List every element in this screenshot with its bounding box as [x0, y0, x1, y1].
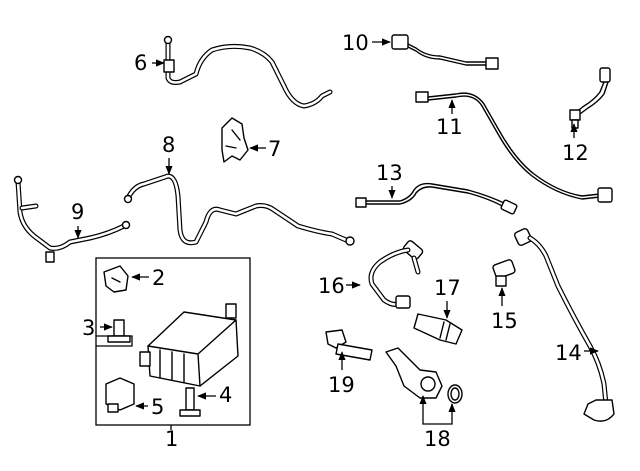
part-5-solenoid — [105, 377, 135, 413]
part-16-hose — [368, 240, 424, 309]
callout-9: 9 — [71, 200, 84, 224]
callout-2: 2 — [152, 266, 165, 290]
callout-3: 3 — [82, 316, 95, 340]
callout-11: 11 — [436, 115, 463, 139]
part-9-tube — [13, 175, 131, 263]
part-7-bracket — [221, 117, 249, 163]
part-8-vapor-tube — [123, 173, 355, 246]
callout-13: 13 — [376, 161, 403, 185]
callout-16: 16 — [318, 274, 345, 298]
part-1-canister — [139, 303, 239, 387]
part-13-sensor-harness — [355, 182, 518, 215]
callout-4: 4 — [219, 383, 232, 407]
callout-18: 18 — [424, 427, 451, 451]
callout-8: 8 — [162, 133, 175, 157]
part-2-bracket — [103, 265, 129, 293]
callout-14: 14 — [555, 341, 582, 365]
callout-5: 5 — [151, 395, 164, 419]
callout-6: 6 — [134, 51, 147, 75]
callout-19: 19 — [328, 373, 355, 397]
part-4-bolt — [179, 387, 201, 417]
part-10-sensor — [391, 34, 499, 70]
part-19-bolt — [325, 329, 373, 361]
part-3-stud — [107, 319, 131, 343]
part-11-sensor-harness — [415, 91, 613, 203]
callout-12: 12 — [562, 141, 589, 165]
callout-1: 1 — [165, 427, 178, 451]
callout-17: 17 — [434, 276, 461, 300]
part-14-hose — [513, 227, 615, 422]
callout-7: 7 — [268, 137, 281, 161]
part-17-connector — [413, 313, 463, 345]
callout-15: 15 — [491, 309, 518, 333]
part-18-valve — [385, 347, 463, 404]
part-6-sensor-tube — [163, 35, 333, 109]
part-15-sensor — [492, 259, 516, 287]
callout-10: 10 — [342, 31, 369, 55]
part-12-sensor — [569, 67, 611, 129]
